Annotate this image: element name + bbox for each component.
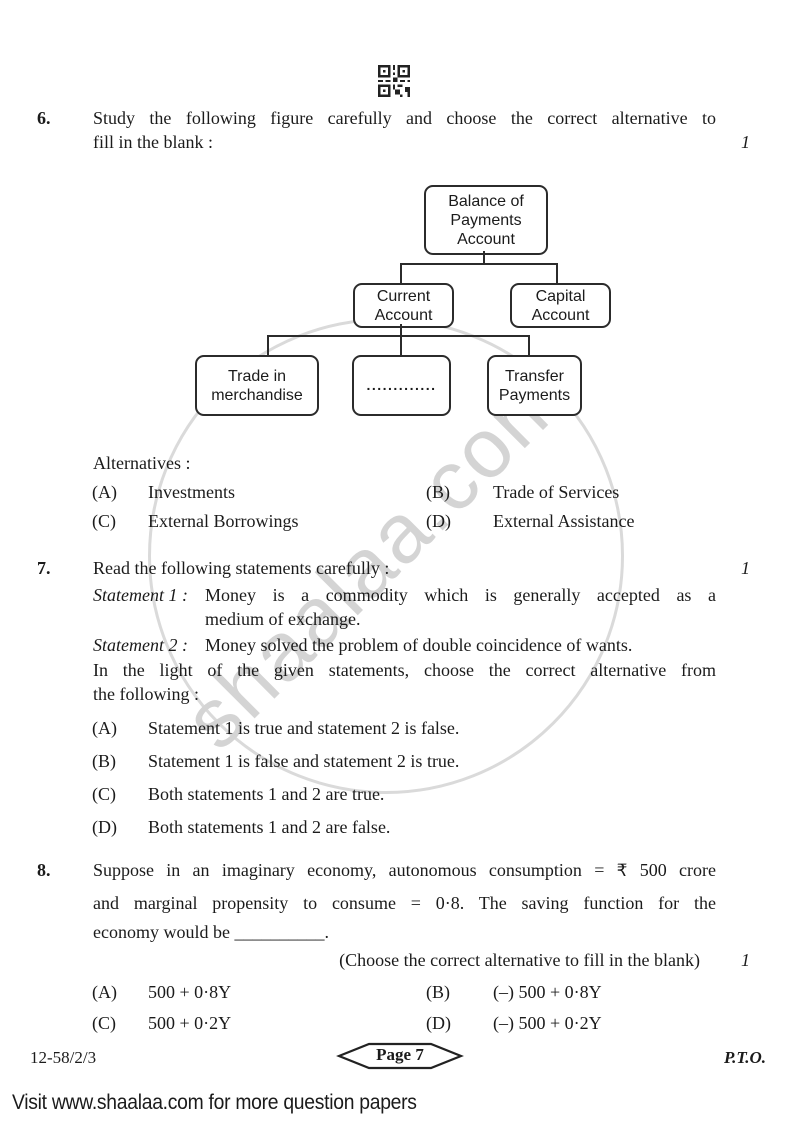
q8-line1-post: 500 crore (627, 860, 716, 880)
connector-line (400, 324, 402, 337)
q8-note: (Choose the correct alternative to fill … (339, 950, 700, 970)
q8-marks: 1 (741, 950, 750, 970)
q8-line2: and marginal propensity to consume = 0·8… (93, 893, 716, 913)
connector-line (267, 335, 530, 337)
q8-number: 8. (37, 860, 51, 880)
q6-marks: 1 (741, 132, 750, 152)
q8-line1: Suppose in an imaginary economy, autonom… (93, 858, 716, 883)
page-number-badge: Page 7 (336, 1041, 464, 1071)
diagram-box-capital-account: Capital Account (510, 283, 611, 328)
q8-option-a-label: (A) (92, 982, 117, 1002)
diagram-box-transfer-payments: Transfer Payments (487, 355, 582, 416)
q8-option-b-label: (B) (426, 982, 450, 1002)
q6-option-d-text: External Assistance (493, 511, 635, 531)
q6-option-d-label: (D) (426, 511, 451, 531)
hexagon-shape (336, 1042, 464, 1070)
q7-marks: 1 (741, 558, 750, 578)
q8-option-c-label: (C) (92, 1013, 116, 1033)
connector-line (556, 263, 558, 283)
q7-closing-line1: In the light of the given statements, ch… (93, 660, 716, 680)
q7-statement2-label: Statement 2 : (93, 635, 188, 655)
q8-line3: economy would be __________. (93, 922, 329, 942)
q6-option-c-text: External Borrowings (148, 511, 299, 531)
q7-option-a-text: Statement 1 is true and statement 2 is f… (148, 718, 460, 738)
q7-option-b-label: (B) (92, 751, 116, 771)
q8-option-d-label: (D) (426, 1013, 451, 1033)
q7-option-d-text: Both statements 1 and 2 are false. (148, 817, 391, 837)
qr-code-icon (378, 65, 410, 97)
q6-option-b-text: Trade of Services (493, 482, 620, 502)
bottom-note: Visit www.shaalaa.com for more question … (12, 1091, 417, 1114)
page-number-label: Page 7 (376, 1045, 424, 1064)
diagram-box-blank: ............. (352, 355, 451, 416)
connector-line (400, 263, 402, 283)
q8-option-b-text: (–) 500 + 0·8Y (493, 982, 602, 1002)
q7-option-a-label: (A) (92, 718, 117, 738)
paper-code: 12-58/2/3 (30, 1048, 97, 1067)
q7-statement1-line2: medium of exchange. (205, 609, 361, 629)
q7-statement2-text: Money solved the problem of double coinc… (205, 635, 633, 655)
rupee-symbol: ₹ (616, 861, 628, 881)
q7-number: 7. (37, 558, 51, 578)
q6-option-b-label: (B) (426, 482, 450, 502)
diagram-box-current-account: Current Account (353, 283, 454, 328)
q6-option-c-label: (C) (92, 511, 116, 531)
q7-option-c-label: (C) (92, 784, 116, 804)
q7-statement1-label: Statement 1 : (93, 585, 188, 605)
connector-line (483, 251, 485, 265)
q6-number: 6. (37, 108, 51, 128)
q8-option-d-text: (–) 500 + 0·2Y (493, 1013, 602, 1033)
q8-option-c-text: 500 + 0·2Y (148, 1013, 232, 1033)
connector-line (267, 335, 269, 355)
q6-text-line2: fill in the blank : (93, 132, 213, 152)
q8-line1-pre: Suppose in an imaginary economy, autonom… (93, 860, 617, 880)
q6-alternatives-label: Alternatives : (93, 453, 191, 473)
diagram-box-balance-of-payments: Balance of Payments Account (424, 185, 548, 255)
q7-statement1-line1: Money is a commodity which is generally … (205, 585, 716, 605)
q6-option-a-text: Investments (148, 482, 235, 502)
q7-option-d-label: (D) (92, 817, 117, 837)
diagram-box-trade-in-merchandise: Trade in merchandise (195, 355, 319, 416)
q7-closing-line2: the following : (93, 684, 199, 704)
q6-option-a-label: (A) (92, 482, 117, 502)
connector-line (400, 263, 558, 265)
connector-line (528, 335, 530, 355)
q7-intro: Read the following statements carefully … (93, 558, 390, 578)
q7-option-b-text: Statement 1 is false and statement 2 is … (148, 751, 460, 771)
q6-text-line1: Study the following figure carefully and… (93, 108, 716, 128)
pto-label: P.T.O. (723, 1048, 766, 1067)
q8-option-a-text: 500 + 0·8Y (148, 982, 232, 1002)
connector-line (400, 335, 402, 355)
q7-option-c-text: Both statements 1 and 2 are true. (148, 784, 385, 804)
